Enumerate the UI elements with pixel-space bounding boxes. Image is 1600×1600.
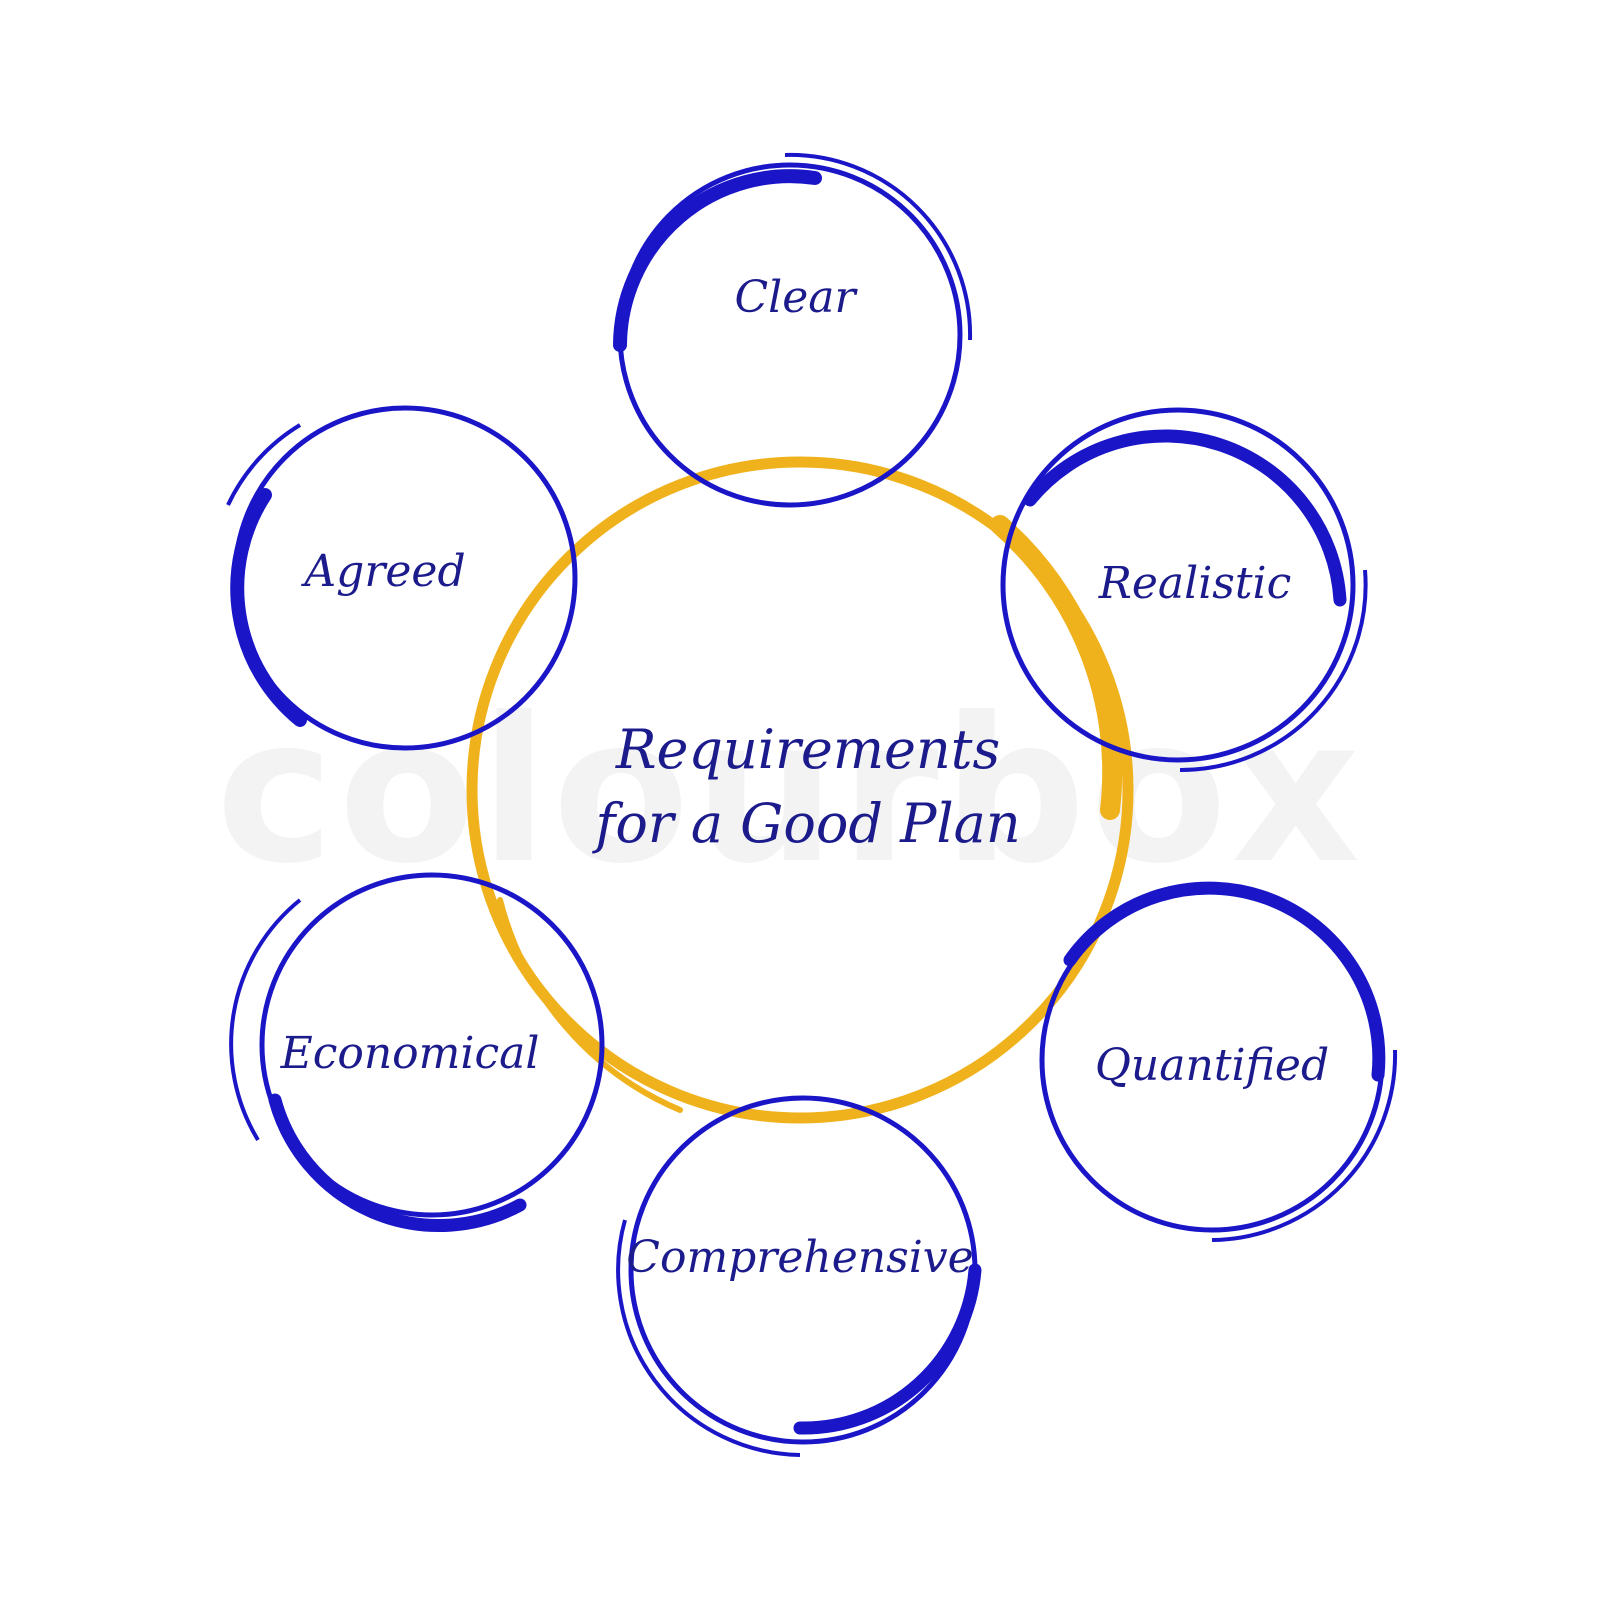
- node-quantified: Quantified: [1039, 881, 1398, 1242]
- node-clear-label: Clear: [734, 272, 858, 323]
- node-clear: Clear: [613, 152, 973, 508]
- node-economical: Economical: [229, 872, 605, 1232]
- node-economical-label: Economical: [280, 1028, 540, 1079]
- center-ring-thick-stroke: [990, 515, 1123, 820]
- node-agreed-thick-stroke: [230, 488, 307, 727]
- node-comprehensive-thick-stroke: [793, 1263, 982, 1435]
- node-realistic-thick-stroke: [1023, 429, 1347, 607]
- center-hub: [466, 456, 1134, 1124]
- node-quantified-thick-stroke: [1063, 881, 1386, 1082]
- center-ring-inner-stroke: [497, 897, 683, 1113]
- node-quantified-outer-stroke: [1211, 1049, 1398, 1242]
- center-title-line1: Requirements: [615, 718, 1000, 781]
- node-comprehensive-outer-stroke: [616, 1219, 801, 1457]
- node-clear-thick-stroke: [613, 169, 822, 352]
- node-clear-outer-stroke: [784, 152, 973, 341]
- node-quantified-label: Quantified: [1095, 1040, 1329, 1091]
- node-comprehensive-label: Comprehensive: [626, 1232, 973, 1283]
- center-title-line2: for a Good Plan: [591, 792, 1020, 855]
- center-ring: [466, 456, 1134, 1124]
- node-agreed: Agreed: [226, 405, 578, 751]
- node-realistic-circle: [1000, 407, 1356, 763]
- node-economical-thick-stroke: [268, 1093, 527, 1232]
- node-agreed-label: Agreed: [300, 546, 465, 597]
- node-economical-circle: [259, 872, 605, 1218]
- node-realistic-outer-stroke: [1179, 569, 1368, 773]
- node-realistic: Realistic: [1000, 407, 1368, 773]
- watermark-text: colourbox: [216, 675, 1365, 908]
- node-comprehensive: Comprehensive: [616, 1095, 982, 1457]
- node-economical-outer-stroke: [229, 898, 302, 1142]
- node-realistic-label: Realistic: [1098, 558, 1292, 609]
- node-agreed-outer-stroke: [226, 423, 302, 506]
